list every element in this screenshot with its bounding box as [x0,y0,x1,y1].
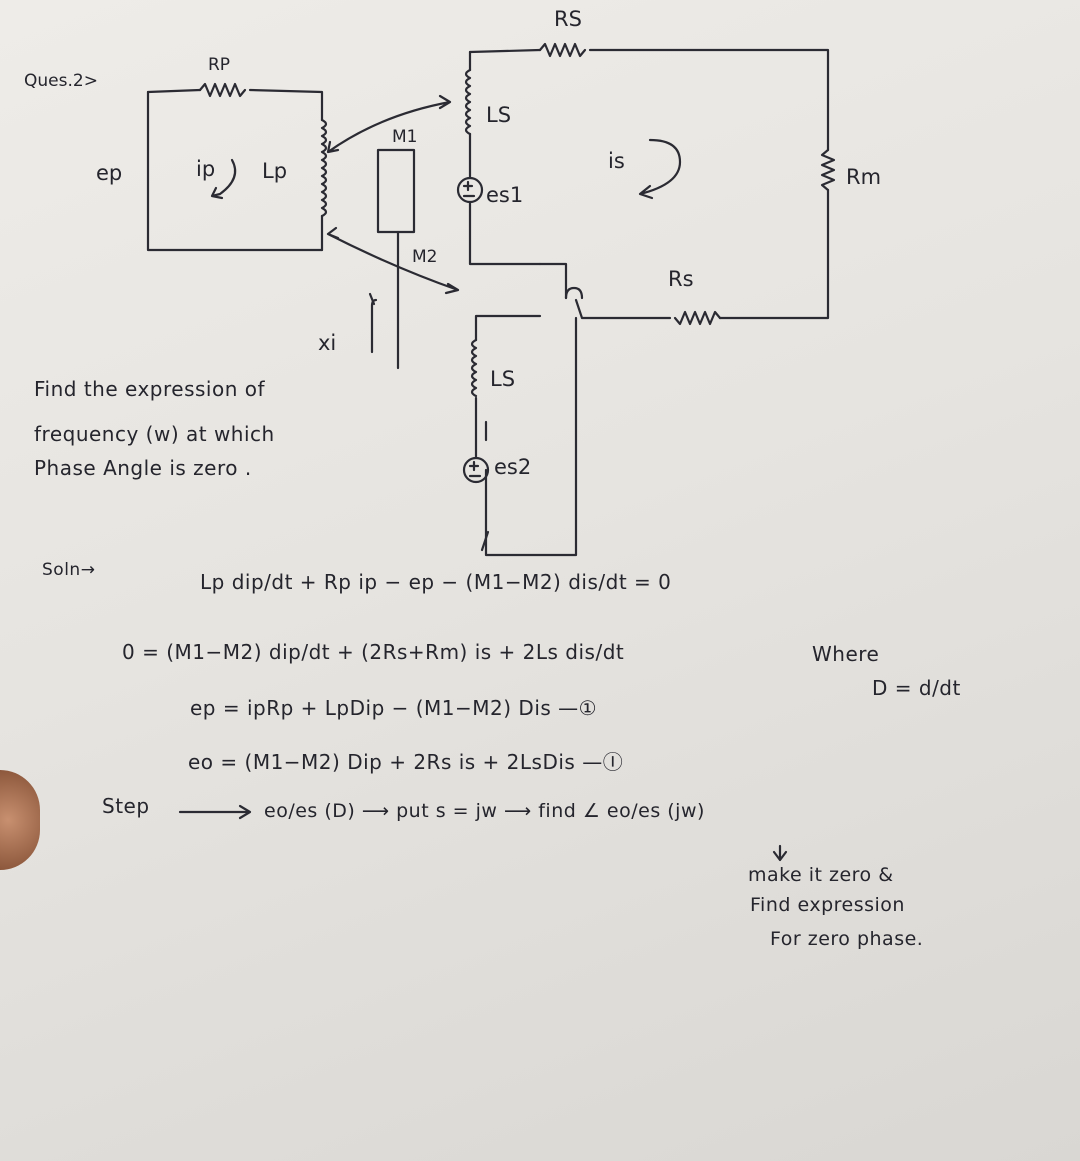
label-rs-top: RS [554,7,582,31]
label-ep: ep [96,161,122,185]
rs-top-resistor [538,42,587,58]
equation-2: 0 = (M1−M2) dip/dt + (2Rs+Rm) is + 2Ls d… [122,640,625,664]
m1-arrow [326,94,452,154]
label-xi: xi [318,331,336,355]
label-ls-bottom: LS [490,367,515,391]
es2-source [462,456,490,484]
equation-4: eo = (M1−M2) Dip + 2Rs is + 2LsDis —Ⓘ [188,750,624,774]
problem-line-3: Phase Angle is zero . [34,456,252,480]
equation-1: Lp dip/dt + Rp ip − ep − (M1−M2) dis/dt … [200,570,672,594]
label-ip: ip [196,157,215,181]
label-lp: Lp [262,159,287,183]
label-es1: es1 [486,183,523,207]
ls-top-coil [464,68,472,136]
secondary-circuit [456,42,836,557]
equation-3: ep = ipRp + LpDip − (M1−M2) Dis —① [190,696,598,720]
es1-source [456,176,484,204]
where-label: Where [812,642,880,666]
final-note-3: For zero phase. [770,928,924,950]
is-loop-arrow [638,138,682,200]
ip-loop-arrow [210,158,237,200]
label-es2: es2 [494,455,531,479]
question-label: Ques.2> [24,71,98,91]
label-m2: M2 [412,247,437,267]
rm-resistor [820,148,836,192]
problem-line-2: frequency (w) at which [34,422,275,446]
problem-line-1: Find the expression of [34,377,266,401]
rp-resistor [198,82,247,98]
where-definition: D = d/dt [872,676,961,700]
primary-circuit [146,82,328,252]
label-rp: RP [208,55,230,75]
core [326,94,460,370]
final-note-1: make it zero & [748,864,894,886]
label-ls-top: LS [486,103,511,127]
m2-arrow [326,226,460,295]
solution-prefix: Soln→ [42,560,96,580]
lp-coil [320,118,328,218]
final-note-2: Find expression [750,894,905,916]
step-text: eo/es (D) ⟶ put s = jw ⟶ find ∠ eo/es (j… [264,800,705,822]
label-is: is [608,149,625,173]
label-rm: Rm [846,165,881,189]
label-rs-mid: Rs [668,267,694,291]
step-label: Step [102,794,150,818]
label-m1: M1 [392,127,417,147]
rs-mid-resistor [673,310,722,326]
ls-bottom-coil [470,338,478,398]
